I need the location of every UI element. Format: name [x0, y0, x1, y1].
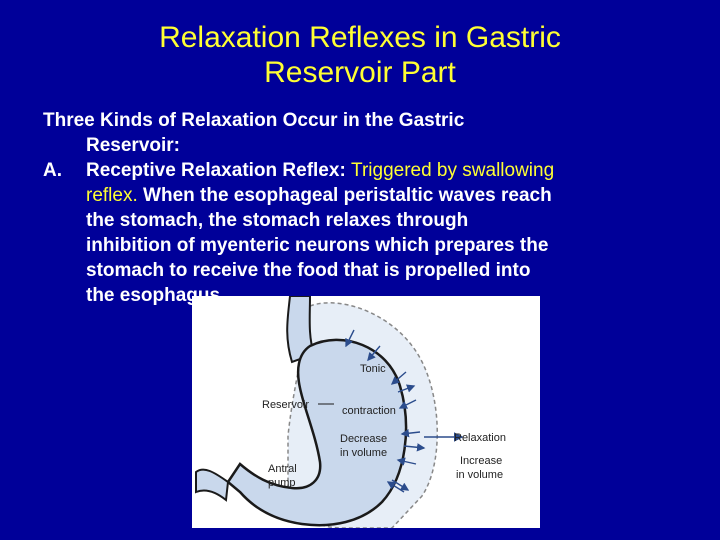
stomach-diagram-svg: Reservoir Tonic contraction Decrease in … [195, 296, 540, 528]
intro-line2: Reservoir: [86, 135, 180, 156]
item-a-line4: inhibition of myenteric neurons which pr… [86, 235, 549, 256]
item-a-line6: the esophagus. [86, 285, 226, 306]
item-a-line3: the stomach, the stomach relaxes through [86, 210, 469, 231]
item-a-term: Receptive Relaxation Reflex: [86, 160, 346, 181]
item-a-line5: stomach to receive the food that is prop… [86, 260, 531, 281]
slide-title-line1: Relaxation Reflexes in Gastric [159, 21, 561, 54]
item-a-line2-rest: When the esophageal peristaltic waves re… [143, 185, 552, 206]
label-decrease-1: Decrease [340, 433, 387, 445]
label-antral-1: Antral [268, 463, 297, 475]
relaxation-label-bg [450, 422, 540, 492]
label-tonic-1: Tonic [360, 363, 386, 375]
label-antral-2: pump [268, 477, 296, 489]
label-reservoir: Reservoir [262, 399, 309, 411]
slide-title: Relaxation Reflexes in Gastric Reservoir… [0, 20, 720, 90]
label-decrease-2: in volume [340, 447, 387, 459]
item-a-trigger-part2: reflex. [86, 185, 138, 206]
item-a-trigger-part1: Triggered by swallowing [351, 160, 555, 181]
slide-title-line2: Reservoir Part [264, 56, 456, 89]
item-a-line1: A. Receptive Relaxation Reflex: Triggered… [43, 158, 703, 183]
label-tonic-2: contraction [342, 405, 396, 417]
item-a-line2: reflex. When the esophageal peristaltic … [43, 183, 703, 208]
label-increase-2: in volume [456, 469, 503, 481]
label-increase-1: Increase [460, 455, 502, 467]
outward-arrows [391, 384, 426, 491]
intro-line1: Three Kinds of Relaxation Occur in the G… [43, 110, 465, 131]
stomach-body [226, 338, 408, 527]
label-relaxation: Relaxation [454, 432, 506, 444]
slide-body: Three Kinds of Relaxation Occur in the G… [43, 108, 703, 308]
stomach-diagram: Reservoir Tonic contraction Decrease in … [192, 296, 540, 528]
duodenum [195, 468, 230, 502]
item-a-marker: A. [43, 160, 62, 181]
